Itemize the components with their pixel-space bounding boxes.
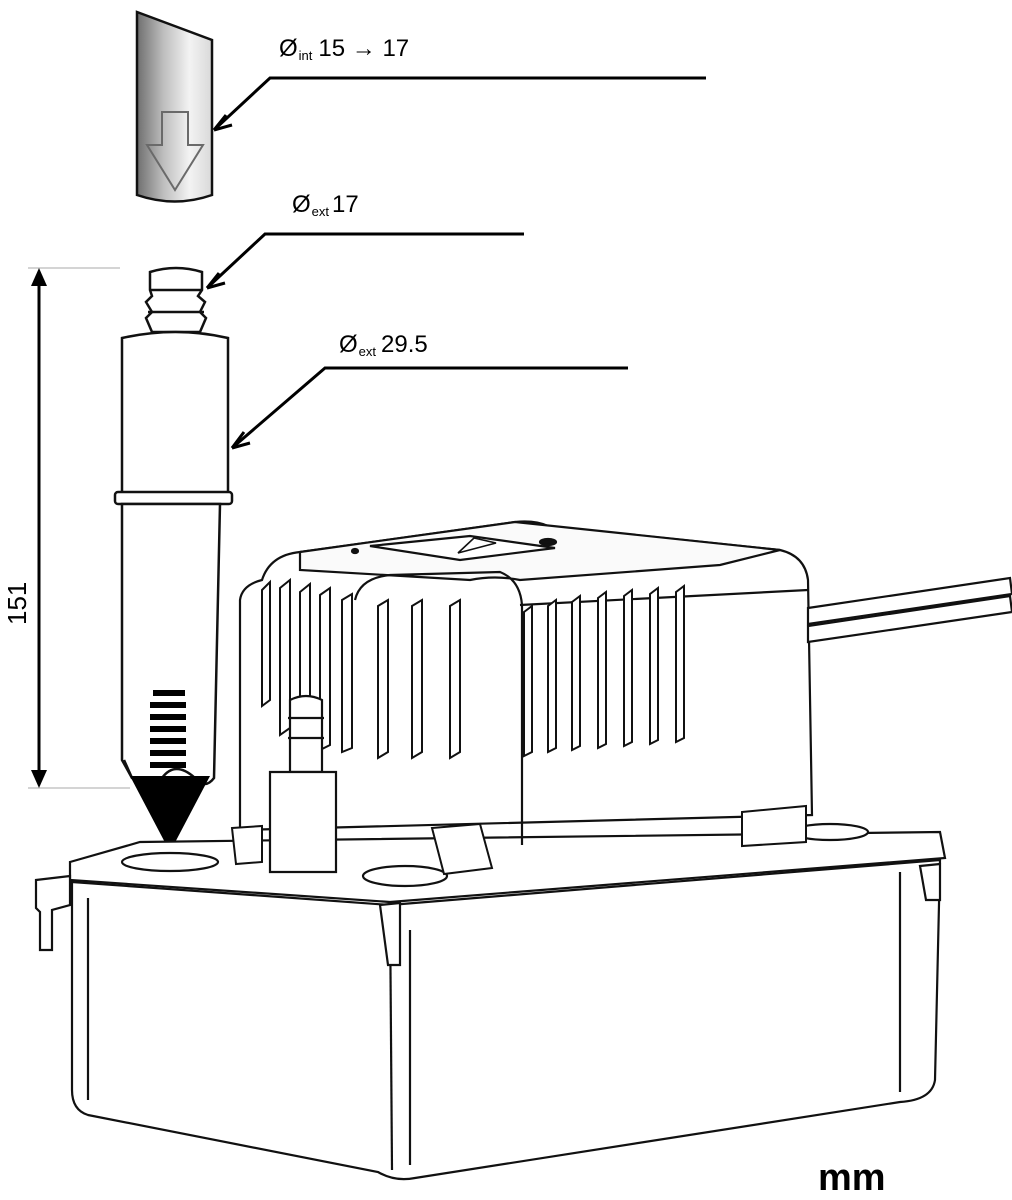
insertion-arrow-icon [130, 690, 210, 852]
drain-hose [135, 10, 214, 203]
leader-lines [205, 76, 706, 450]
power-cable [806, 576, 1012, 644]
height-value: 151 [2, 582, 32, 625]
unit-label: mm [818, 1157, 886, 1199]
pump-tank [34, 822, 947, 1181]
discharge-nozzle [268, 694, 338, 874]
terminal-block [230, 804, 807, 876]
flow-arrow-icon [145, 111, 205, 192]
height-dimension: 151 [2, 267, 130, 789]
ventilation-slots [261, 577, 685, 760]
